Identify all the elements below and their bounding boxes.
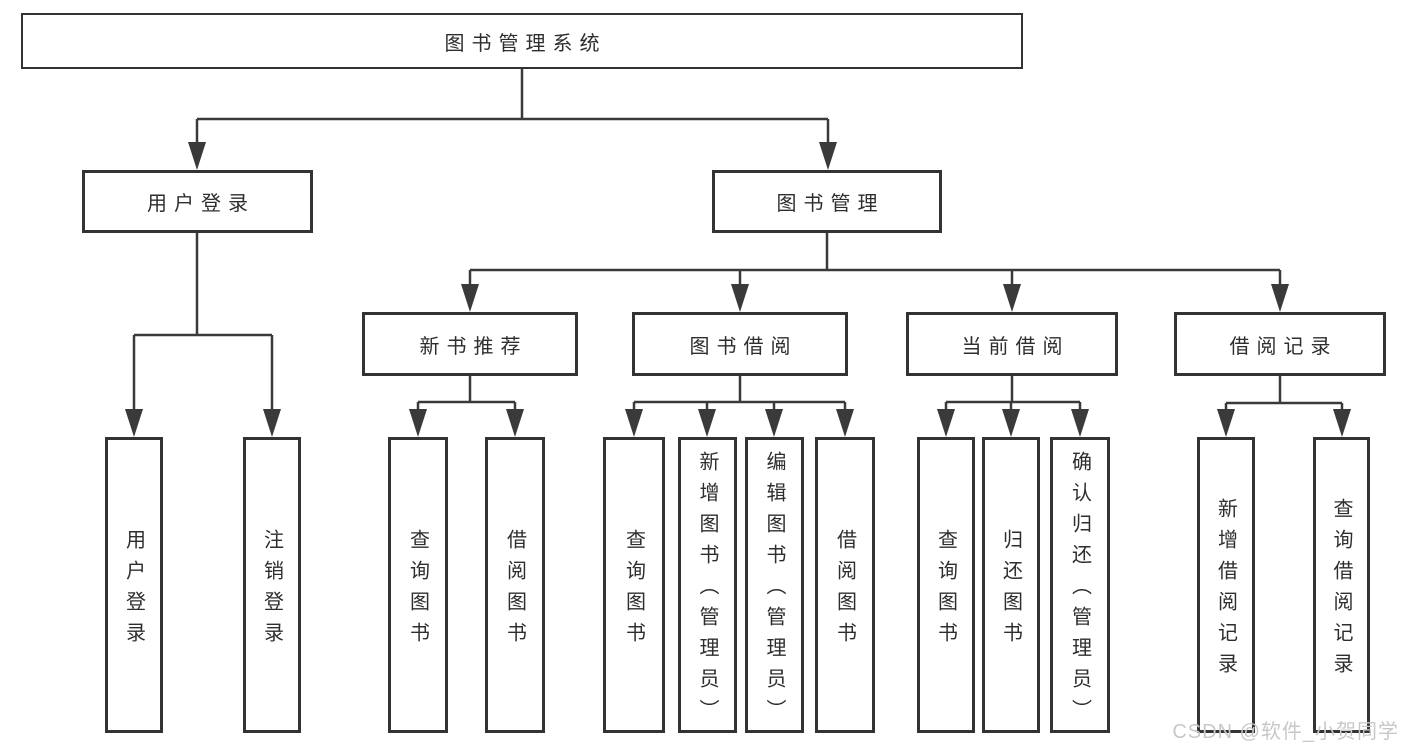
leaf-borrow-book-2-box: 借阅图书 [815, 437, 875, 733]
leaf-user-login-box: 用户登录 [105, 437, 163, 733]
node-label: 图书管理 [776, 193, 885, 215]
leaf-edit-book-admin-box: 编辑图书（管理员） [745, 437, 804, 733]
node-label: 图书管理系统 [444, 32, 607, 55]
node-label: 查询图书 [934, 528, 957, 653]
group-book-borrow-box: 图书借阅 [632, 312, 848, 376]
node-label: 用户登录 [147, 193, 255, 215]
root-box: 图书管理系统 [21, 13, 1023, 69]
leaf-add-book-admin-box: 新增图书（管理员） [678, 437, 737, 733]
node-label: 借阅图书 [503, 528, 526, 653]
node-label: 新书推荐 [419, 335, 528, 358]
node-label: 借阅记录 [1229, 335, 1338, 358]
node-label: 当前借阅 [961, 335, 1070, 358]
group-borrow-record-box: 借阅记录 [1174, 312, 1386, 376]
node-label: 借阅图书 [833, 528, 856, 653]
node-label: 新增图书（管理员） [696, 451, 718, 730]
branch-book-management-box: 图书管理 [712, 170, 942, 233]
node-label: 图书借阅 [689, 335, 798, 358]
node-label: 注销登录 [260, 528, 283, 653]
node-label: 查询图书 [622, 528, 645, 653]
branch-user-login-box: 用户登录 [82, 170, 313, 233]
leaf-add-borrow-record-box: 新增借阅记录 [1197, 437, 1255, 733]
node-label: 确认归还（管理员） [1068, 451, 1091, 730]
leaf-query-borrow-record-box: 查询借阅记录 [1313, 437, 1370, 733]
group-current-borrow-box: 当前借阅 [906, 312, 1118, 376]
node-label: 查询图书 [406, 528, 429, 653]
csdn-watermark: CSDN @软件_小贺同学 [1172, 721, 1399, 743]
leaf-query-book-2-box: 查询图书 [603, 437, 665, 733]
node-label: 用户登录 [122, 528, 145, 653]
leaf-query-book-3-box: 查询图书 [917, 437, 975, 733]
arrowheads [125, 142, 1351, 437]
leaf-confirm-return-admin-box: 确认归还（管理员） [1050, 437, 1110, 733]
node-label: 编辑图书（管理员） [763, 451, 785, 730]
leaf-logout-box: 注销登录 [243, 437, 301, 733]
leaf-borrow-book-box: 借阅图书 [485, 437, 545, 733]
leaf-return-book-box: 归还图书 [982, 437, 1040, 733]
node-label: 新增借阅记录 [1214, 497, 1237, 684]
leaf-query-book-box: 查询图书 [388, 437, 448, 733]
node-label: 归还图书 [999, 528, 1022, 653]
group-new-book-recommend-box: 新书推荐 [362, 312, 578, 376]
node-label: 查询借阅记录 [1330, 497, 1352, 684]
